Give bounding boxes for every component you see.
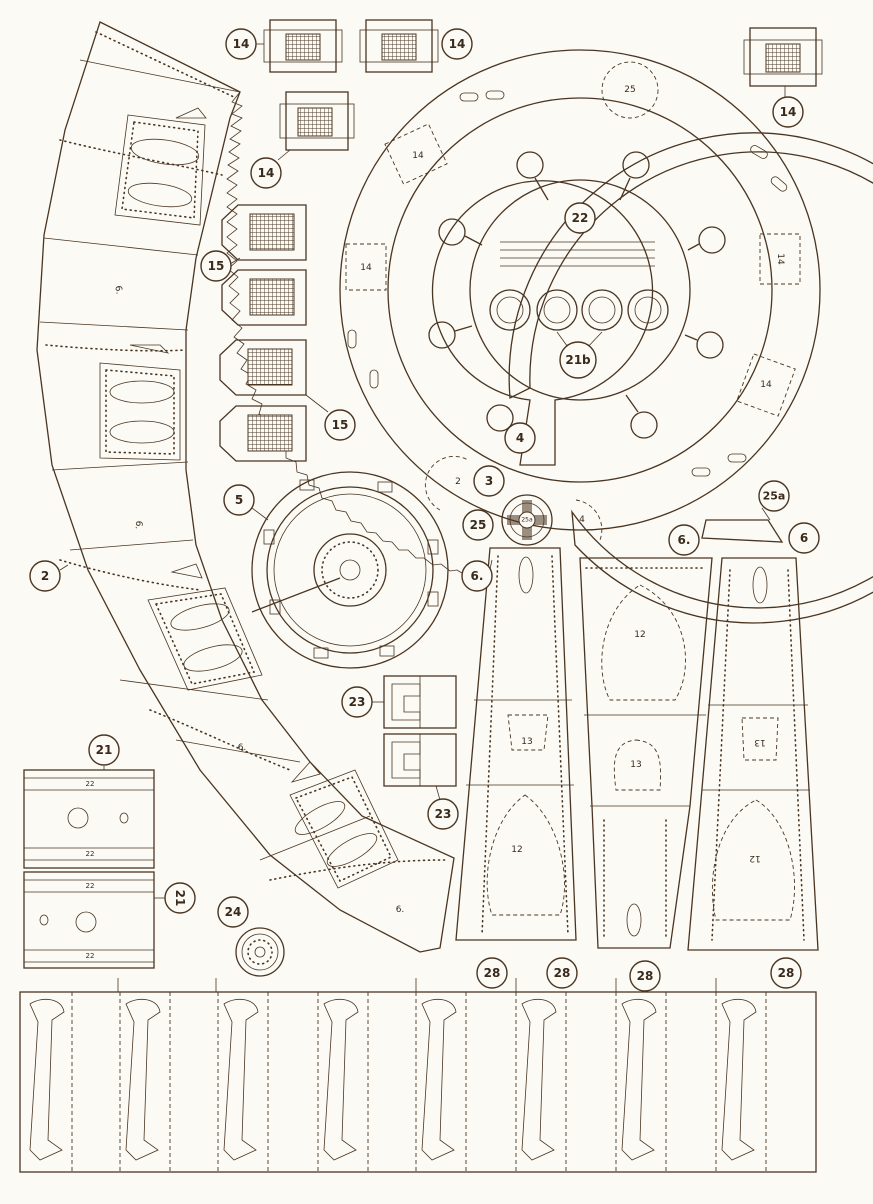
strip-21-b: 22 22 — [23, 871, 155, 969]
grille-14-a — [263, 19, 343, 73]
callout-15b: 15 — [332, 418, 349, 432]
engine-nozzles-21b — [489, 289, 669, 351]
panel-mark-13a: 13 — [521, 737, 532, 747]
callout-21a: 21 — [96, 743, 113, 757]
tall-panel-middle: 12 13 — [579, 557, 713, 949]
arc-mark-6d: 6. — [396, 905, 405, 915]
strip-21-a: 22 22 — [23, 769, 155, 869]
ring-mark-14b: 14 — [360, 263, 372, 273]
callout-6c: 6 — [800, 531, 808, 545]
grille-15-d — [219, 405, 307, 462]
tall-panel-right: 13 12 — [687, 557, 819, 951]
large-ring-part-4: 25 14 14 14 14 2 4 — [339, 49, 873, 624]
callout-6a: 6. — [471, 569, 484, 583]
strip-mark-22d: 22 — [86, 952, 95, 960]
disk-24 — [235, 927, 285, 977]
callout-25a: 25a — [763, 490, 786, 503]
grille-15-a — [221, 204, 307, 261]
callout-2: 2 — [41, 569, 49, 583]
callout-28a: 28 — [484, 966, 501, 980]
ring-mark-2: 2 — [455, 477, 461, 487]
ring-mark-14a: 14 — [412, 151, 424, 161]
part-23-a — [383, 675, 457, 729]
part-23-b — [383, 733, 457, 787]
engine-disk-22 — [428, 151, 726, 466]
ring-mark-4: 4 — [579, 515, 585, 525]
strip-mark-22c: 22 — [86, 882, 95, 890]
strip-mark-22a: 22 — [86, 780, 95, 788]
callout-6b: 6. — [678, 533, 691, 547]
panel-hatch-1 — [114, 107, 207, 226]
panel-hatch-3 — [147, 563, 263, 691]
callout-3: 3 — [485, 474, 493, 488]
callout-22: 22 — [572, 211, 589, 225]
callout-21b: 21b — [565, 353, 591, 367]
callout-14b: 14 — [449, 37, 466, 51]
callouts: 14 14 14 14 15 15 22 21b 4 3 5 25 25a 6.… — [29, 28, 820, 992]
disk-25a: 25a — [501, 494, 553, 546]
wedge-25a — [701, 519, 784, 543]
callout-15a: 15 — [208, 259, 225, 273]
arc-mark-6c: 6. — [238, 743, 247, 753]
tall-panel-left: 13 12 — [455, 547, 577, 941]
callout-14a: 14 — [233, 37, 250, 51]
panel-mark-13b: 13 — [630, 760, 641, 770]
callout-23a: 23 — [349, 695, 366, 709]
bottom-strip-28 — [19, 978, 817, 1173]
callout-28d: 28 — [778, 966, 795, 980]
callout-28c: 28 — [637, 969, 654, 983]
grille-14-c — [743, 27, 823, 87]
panel-mark-12c: 12 — [749, 853, 760, 863]
callout-23b: 23 — [435, 807, 452, 821]
callout-4: 4 — [516, 431, 524, 445]
ring-mark-14d: 14 — [760, 380, 772, 390]
strip-mark-22b: 22 — [86, 850, 95, 858]
curved-fuselage-strip: 6. 6. 6. 6. — [36, 21, 484, 953]
callout-14c: 14 — [780, 105, 797, 119]
callout-24: 24 — [225, 905, 242, 919]
panel-mark-12a: 12 — [511, 845, 522, 855]
disk-mark-25a: 25a — [521, 517, 533, 524]
arc-mark-6b: 6. — [133, 520, 144, 529]
callout-5: 5 — [235, 493, 243, 507]
ring-mark-25: 25 — [624, 85, 635, 95]
panel-mark-13c: 13 — [754, 737, 765, 747]
panel-hatch-4 — [289, 761, 399, 889]
panel-mark-12b: 12 — [634, 630, 645, 640]
callout-21c: 21 — [173, 890, 187, 907]
panel-hatch-2 — [99, 344, 181, 461]
turret-ring-5 — [251, 471, 449, 669]
ring-mark-14c: 14 — [775, 253, 785, 265]
grille-14-b — [359, 19, 439, 73]
callout-25: 25 — [470, 518, 487, 532]
callout-28b: 28 — [554, 966, 571, 980]
callout-14d: 14 — [258, 166, 275, 180]
grille-15-c — [219, 339, 307, 396]
grille-15-b — [221, 269, 307, 326]
arc-mark-6a: 6. — [112, 285, 123, 295]
grille-14-d — [279, 91, 355, 151]
